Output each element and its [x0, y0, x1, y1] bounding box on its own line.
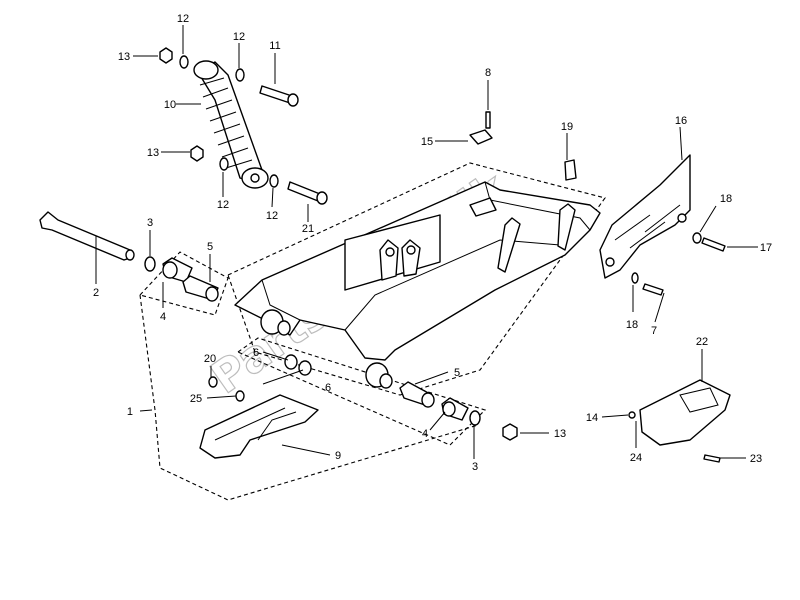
washer-c [219, 157, 229, 171]
callout-15: 15 [421, 136, 433, 148]
spacer-left [182, 275, 219, 302]
shock-lower-bolt [287, 181, 328, 205]
washer-right [469, 410, 481, 426]
bearing-a [284, 354, 298, 370]
callout-3-upper: 3 [147, 217, 153, 229]
nut-upper [159, 47, 173, 64]
callout-8: 8 [485, 67, 491, 79]
callout-4-right: 4 [422, 428, 428, 440]
callout-12-d: 12 [266, 210, 278, 222]
chain-slider [199, 376, 319, 459]
callout-14: 14 [586, 412, 598, 424]
bushing-group-outline-right [236, 337, 487, 446]
callout-12-b: 12 [233, 31, 245, 43]
callout-3-lower: 3 [472, 461, 478, 473]
callout-12-a: 12 [177, 13, 189, 25]
washer-d [269, 174, 279, 188]
callout-24: 24 [630, 452, 642, 464]
cable-clip [469, 129, 493, 145]
callout-18-lower: 18 [626, 319, 638, 331]
callout-11: 11 [269, 40, 280, 52]
assembly-bracket-1 [139, 294, 479, 501]
axle-nut [502, 423, 518, 441]
callout-13-upper: 13 [118, 51, 130, 63]
callout-23: 23 [750, 453, 762, 465]
plate-bolt-small [628, 411, 636, 419]
guard-washer [692, 232, 702, 244]
callout-10: 10 [164, 99, 176, 111]
sensor [564, 159, 577, 181]
callout-21: 21 [302, 223, 314, 235]
callout-18-upper: 18 [720, 193, 732, 205]
callout-5-right: 5 [454, 367, 460, 379]
callout-4-left: 4 [160, 311, 166, 323]
callout-20: 20 [204, 353, 216, 365]
swingarm-axle [39, 211, 135, 261]
callout-17: 17 [760, 242, 772, 254]
protector-plate [639, 379, 731, 446]
bearing-b [298, 360, 312, 376]
swingarm [234, 181, 601, 389]
callout-6-upper: 6 [253, 347, 259, 359]
swingarm-assembly-outline [227, 162, 606, 396]
clip-screw [485, 111, 491, 129]
callout-13-lower: 13 [554, 428, 566, 440]
nut-lower [190, 145, 204, 162]
guard-washer-lower [631, 272, 639, 284]
guard-screw [642, 283, 664, 296]
washer-a [179, 55, 189, 69]
callout-19: 19 [561, 121, 573, 133]
washer-left [144, 256, 156, 272]
callout-25: 25 [190, 393, 202, 405]
chain-guard [599, 154, 691, 279]
washer-b [235, 68, 245, 82]
bushing-right [441, 397, 469, 421]
bushing-group-outline-left [138, 251, 229, 316]
callout-5-left: 5 [207, 241, 213, 253]
callout-6-lower: 6 [325, 382, 331, 394]
callout-7: 7 [651, 325, 657, 337]
plate-screw [703, 454, 721, 463]
shock-absorber [193, 60, 269, 189]
shock-upper-bolt [259, 85, 299, 107]
callout-2: 2 [93, 287, 99, 299]
callout-1: 1 [127, 406, 133, 418]
guard-bolt [701, 237, 726, 252]
leader-lines [95, 25, 758, 459]
bushing-left [162, 257, 193, 283]
callout-16: 16 [675, 115, 687, 127]
spacer-right [399, 381, 435, 408]
callout-13-middle: 13 [147, 147, 159, 159]
callout-22: 22 [696, 336, 708, 348]
callout-9: 9 [335, 450, 341, 462]
callout-12-c: 12 [217, 199, 229, 211]
